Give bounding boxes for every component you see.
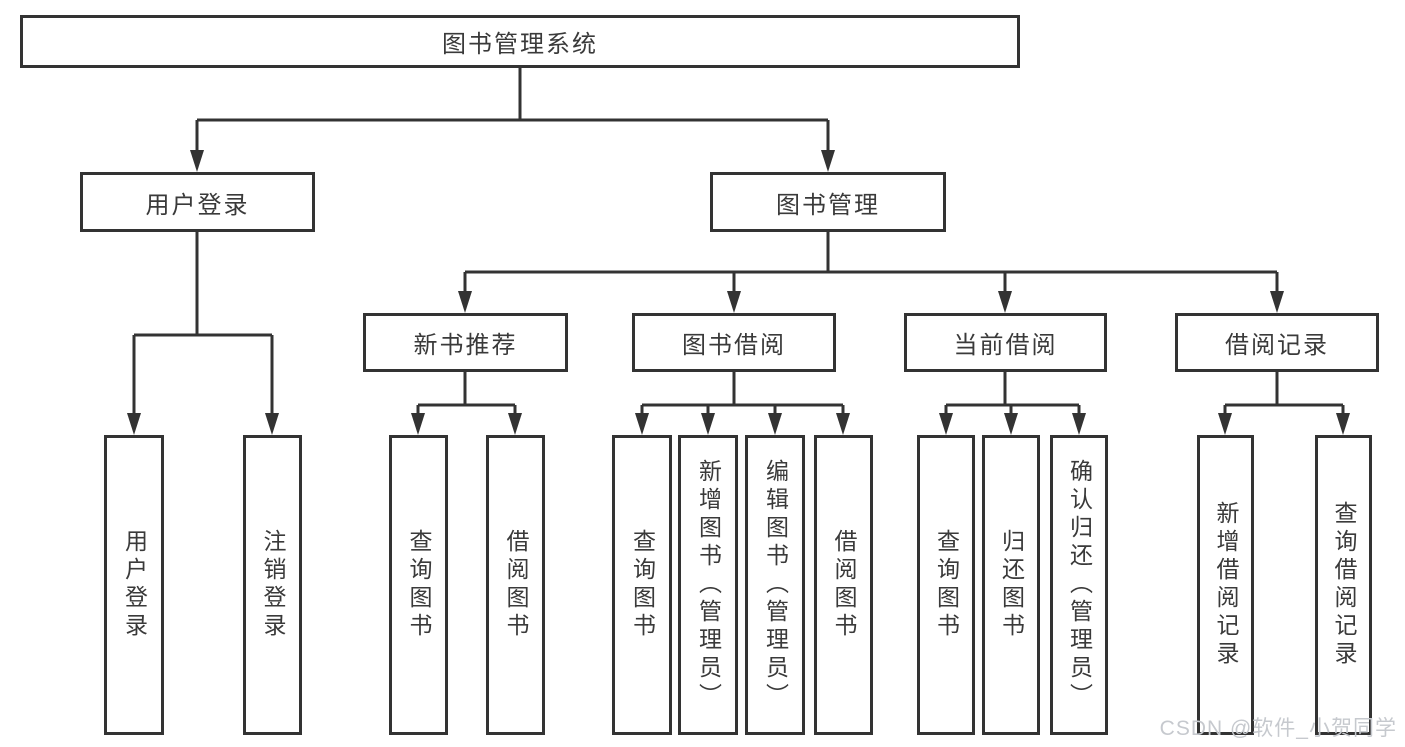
node-current-borrowing: 当前借阅	[904, 313, 1107, 372]
node-borrowing-records: 借阅记录	[1175, 313, 1379, 372]
csdn-watermark: CSDN @软件_小贺同学	[1159, 717, 1397, 740]
node-leaf-user-login: 用户登录	[104, 435, 164, 735]
node-leaf-confirm-return-admin-label: 确认归还（管理员）	[1066, 459, 1093, 711]
node-leaf-query-books-borrowing: 查询图书	[612, 435, 672, 735]
node-user-login: 用户登录	[80, 172, 315, 232]
node-leaf-confirm-return-admin: 确认归还（管理员）	[1050, 435, 1108, 735]
node-leaf-return-books-label: 归还图书	[998, 529, 1025, 641]
node-leaf-return-books: 归还图书	[982, 435, 1040, 735]
node-leaf-add-books-admin: 新增图书（管理员）	[678, 435, 738, 735]
node-leaf-query-books-borrowing-label: 查询图书	[629, 529, 656, 641]
node-leaf-edit-books-admin-label: 编辑图书（管理员）	[762, 459, 789, 711]
node-leaf-add-borrow-record: 新增借阅记录	[1197, 435, 1254, 735]
node-leaf-logout: 注销登录	[243, 435, 302, 735]
node-leaf-borrow-books-recommend: 借阅图书	[486, 435, 545, 735]
node-root-label: 图书管理系统	[442, 31, 598, 58]
node-leaf-add-borrow-record-label: 新增借阅记录	[1213, 501, 1239, 669]
node-leaf-query-borrow-record: 查询借阅记录	[1315, 435, 1372, 735]
node-leaf-edit-books-admin: 编辑图书（管理员）	[745, 435, 805, 735]
node-leaf-query-books-recommend-label: 查询图书	[406, 529, 432, 641]
node-new-book-recommend: 新书推荐	[363, 313, 568, 372]
node-leaf-query-books-current: 查询图书	[917, 435, 975, 735]
node-leaf-logout-label: 注销登录	[260, 529, 286, 641]
node-book-management-label: 图书管理	[776, 191, 880, 219]
node-leaf-query-borrow-record-label: 查询借阅记录	[1331, 501, 1357, 669]
node-book-borrowing-label: 图书借阅	[682, 332, 786, 359]
node-leaf-query-books-recommend: 查询图书	[389, 435, 448, 735]
connector-paths	[132, 68, 1345, 416]
node-book-management: 图书管理	[710, 172, 946, 232]
node-leaf-borrow-books-recommend-label: 借阅图书	[503, 529, 529, 641]
node-leaf-borrow-books-label: 借阅图书	[831, 529, 857, 641]
node-book-borrowing: 图书借阅	[632, 313, 836, 372]
node-borrowing-records-label: 借阅记录	[1225, 332, 1329, 359]
node-new-book-recommend-label: 新书推荐	[413, 332, 518, 359]
node-leaf-add-books-admin-label: 新增图书（管理员）	[695, 459, 722, 711]
node-leaf-user-login-label: 用户登录	[121, 529, 148, 641]
node-leaf-query-books-current-label: 查询图书	[933, 529, 960, 641]
node-user-login-label: 用户登录	[145, 191, 250, 219]
node-leaf-borrow-books: 借阅图书	[814, 435, 873, 735]
node-current-borrowing-label: 当前借阅	[953, 332, 1058, 359]
node-root: 图书管理系统	[20, 15, 1020, 68]
arrowheads	[127, 150, 1350, 435]
